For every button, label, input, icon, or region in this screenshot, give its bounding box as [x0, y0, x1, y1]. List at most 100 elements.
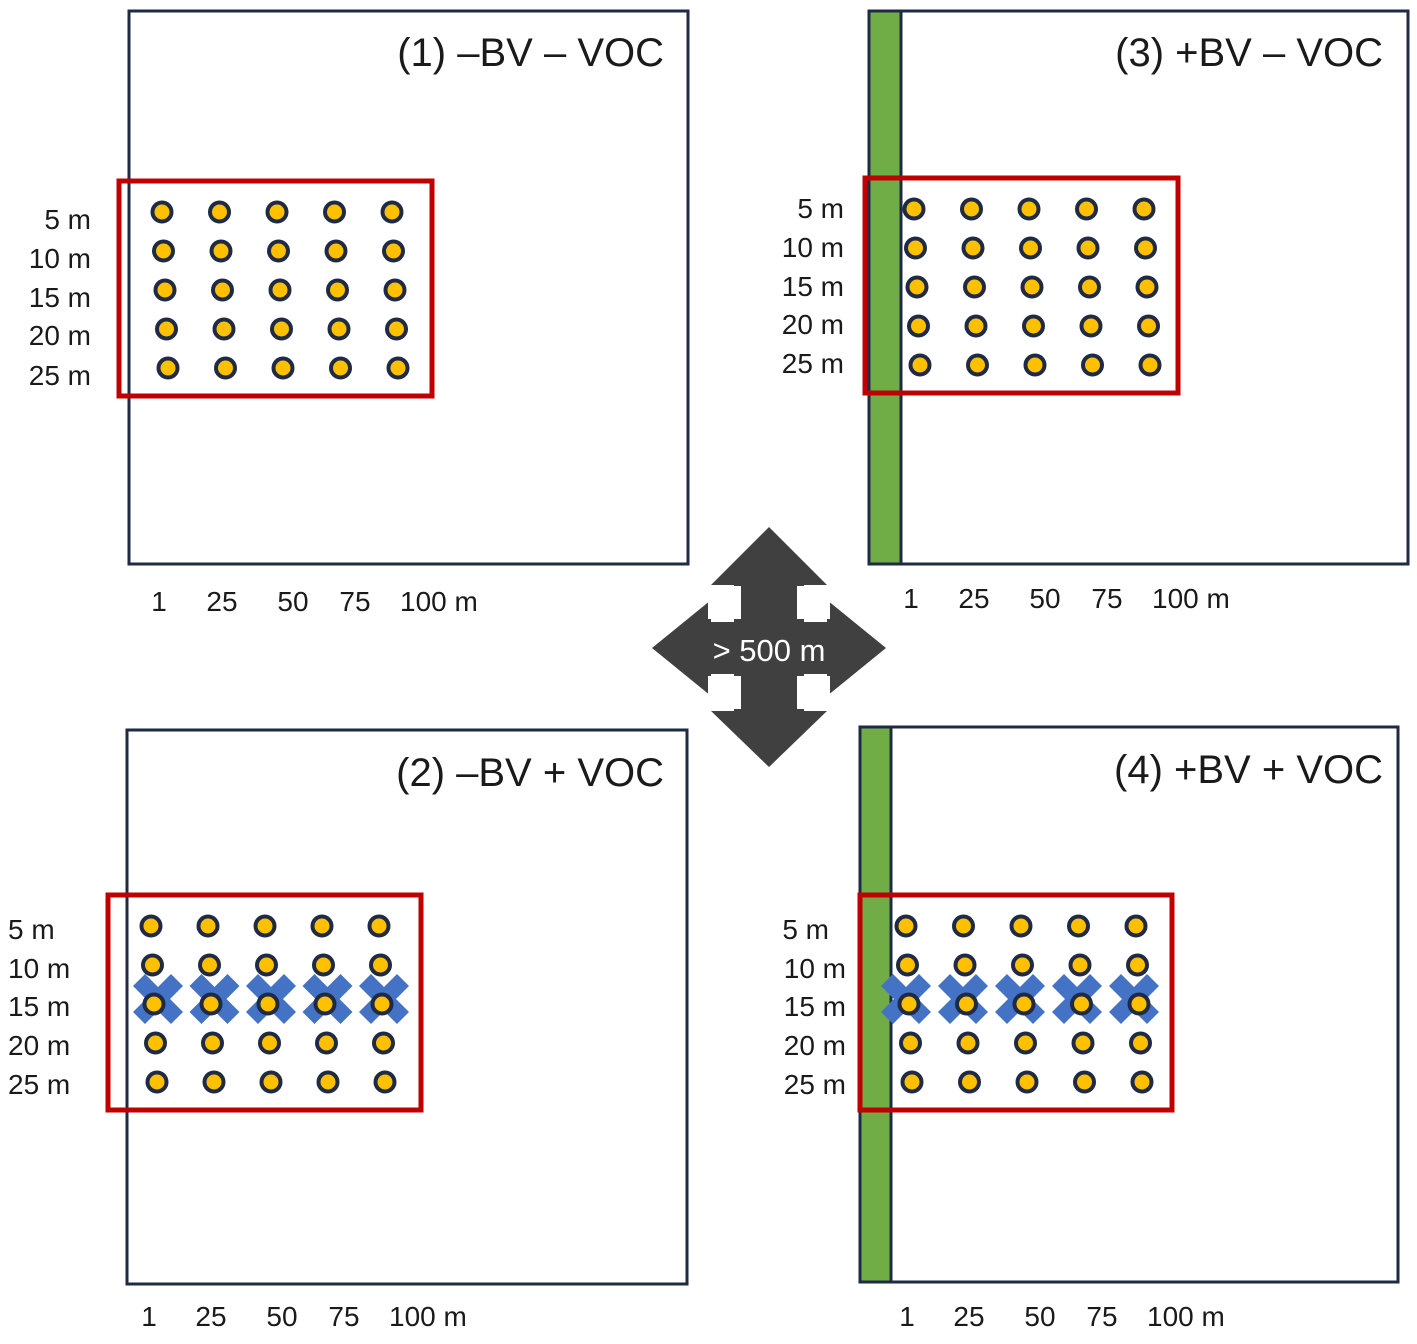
panel-title: (1) –BV – VOC: [397, 31, 664, 75]
yellow-circle-icon: [141, 953, 164, 977]
yellow-circle-icon: [196, 914, 220, 938]
yellow-circle-icon: [369, 953, 392, 977]
yellow-circle-icon: [1020, 275, 1044, 299]
yellow-circle-icon: [966, 353, 989, 377]
yellow-circle-icon: [256, 992, 280, 1016]
yellow-circle-icon: [1076, 236, 1100, 260]
row-labels: 5 m 10 m 15 m 20 m 25 m: [29, 204, 91, 391]
panel-3: (3) +BV – VOC 5 m 10 m 15 m 20 m 25 m 1 …: [782, 9, 1410, 614]
yellow-circle-icon: [1015, 1070, 1039, 1094]
panel-1: (1) –BV – VOC 5 m 10 m 15 m 20 m 25 m 1 …: [29, 9, 690, 617]
column-label: 50: [266, 1301, 297, 1332]
column-label: 25: [958, 583, 989, 614]
row-label: 15 m: [784, 991, 846, 1022]
row-label: 15 m: [8, 991, 70, 1022]
yellow-circle-icon: [1070, 992, 1093, 1016]
row-label: 10 m: [782, 232, 844, 263]
sample-points: [902, 197, 1162, 377]
column-label: 75: [1091, 583, 1122, 614]
yellow-circle-icon: [323, 200, 346, 224]
yellow-circle-icon: [1079, 314, 1103, 338]
row-label: 25 m: [8, 1069, 70, 1100]
sample-points: [150, 200, 410, 380]
yellow-circle-icon: [1134, 236, 1157, 260]
yellow-circle-icon: [209, 239, 233, 263]
yellow-circle-icon: [1067, 914, 1090, 938]
yellow-circle-icon: [1071, 1031, 1095, 1055]
row-label: 25 m: [784, 1069, 846, 1100]
yellow-circle-icon: [894, 914, 918, 938]
yellow-circle-icon: [1011, 953, 1034, 977]
yellow-circle-icon: [380, 200, 404, 224]
yellow-circle-icon: [372, 1031, 395, 1055]
yellow-circle-icon: [382, 239, 405, 263]
yellow-circle-icon: [900, 1070, 924, 1094]
yellow-circle-icon: [908, 353, 932, 377]
column-label: 25: [206, 586, 237, 617]
sampling-grid-box: [105, 892, 424, 1113]
yellow-circle-icon: [964, 314, 988, 338]
yellow-circle-icon: [1078, 275, 1101, 299]
yellow-circle-icon: [1124, 914, 1148, 938]
column-labels: 1 25 50 75 100 m: [141, 1301, 467, 1332]
distance-label: > 500 m: [713, 633, 826, 668]
column-label: 100 m: [1147, 1301, 1225, 1332]
yellow-circle-icon: [953, 953, 977, 977]
yellow-circle-icon: [313, 992, 337, 1016]
yellow-circle-icon: [144, 1031, 167, 1055]
column-label: 75: [328, 1301, 359, 1332]
yellow-circle-icon: [310, 914, 334, 938]
yellow-circle-icon: [208, 200, 231, 224]
yellow-circle-icon: [1019, 236, 1042, 260]
yellow-circle-icon: [326, 278, 349, 302]
yellow-circle-icon: [212, 317, 236, 341]
yellow-circle-icon: [1073, 1070, 1096, 1094]
yellow-circle-icon: [152, 239, 175, 263]
yellow-circle-icon: [1022, 314, 1045, 338]
yellow-circle-icon: [327, 317, 351, 341]
row-label: 5 m: [8, 914, 55, 945]
yellow-circle-icon: [1023, 353, 1047, 377]
row-label: 25 m: [782, 348, 844, 379]
buffer-vegetation-strip: [858, 725, 893, 1284]
yellow-circle-icon: [373, 1070, 397, 1094]
yellow-circle-icon: [201, 1031, 224, 1055]
column-labels: 1 25 50 75 100 m: [899, 1301, 1225, 1332]
row-label: 15 m: [782, 271, 844, 302]
yellow-circle-icon: [386, 356, 410, 380]
column-label: 25: [953, 1301, 984, 1332]
yellow-circle-icon: [1009, 914, 1033, 938]
yellow-circle-icon: [1137, 314, 1160, 338]
yellow-circle-icon: [1130, 1070, 1154, 1094]
yellow-circle-icon: [1014, 1031, 1037, 1055]
row-label: 5 m: [782, 914, 829, 945]
yellow-circle-icon: [214, 356, 237, 380]
panel-title: (2) –BV + VOC: [396, 751, 664, 795]
yellow-circle-icon: [367, 914, 391, 938]
yellow-circle-icon: [142, 992, 166, 1016]
yellow-circle-icon: [198, 953, 221, 977]
yellow-circle-icon: [145, 1070, 169, 1094]
yellow-circle-icon: [960, 197, 983, 221]
yellow-circle-icon: [1135, 275, 1159, 299]
row-label: 10 m: [29, 243, 91, 274]
sample-points: [139, 914, 397, 1094]
column-label: 25: [195, 1301, 226, 1332]
sampling-grid-box: [116, 178, 435, 399]
column-label: 100 m: [400, 586, 478, 617]
panel-2: (2) –BV + VOC 5 m 10 m 15 m 20 m 25 m 1 …: [8, 728, 689, 1332]
yellow-circle-icon: [1017, 197, 1041, 221]
yellow-circle-icon: [958, 1070, 981, 1094]
row-label: 10 m: [8, 953, 70, 984]
column-label: 100 m: [1152, 583, 1230, 614]
yellow-circle-icon: [383, 278, 407, 302]
yellow-circle-icon: [961, 236, 985, 260]
yellow-circle-icon: [312, 953, 335, 977]
row-label: 20 m: [29, 320, 91, 351]
yellow-circle-icon: [316, 1070, 340, 1094]
yellow-circle-icon: [905, 275, 929, 299]
row-label: 25 m: [29, 360, 91, 391]
yellow-circle-icon: [1138, 353, 1162, 377]
